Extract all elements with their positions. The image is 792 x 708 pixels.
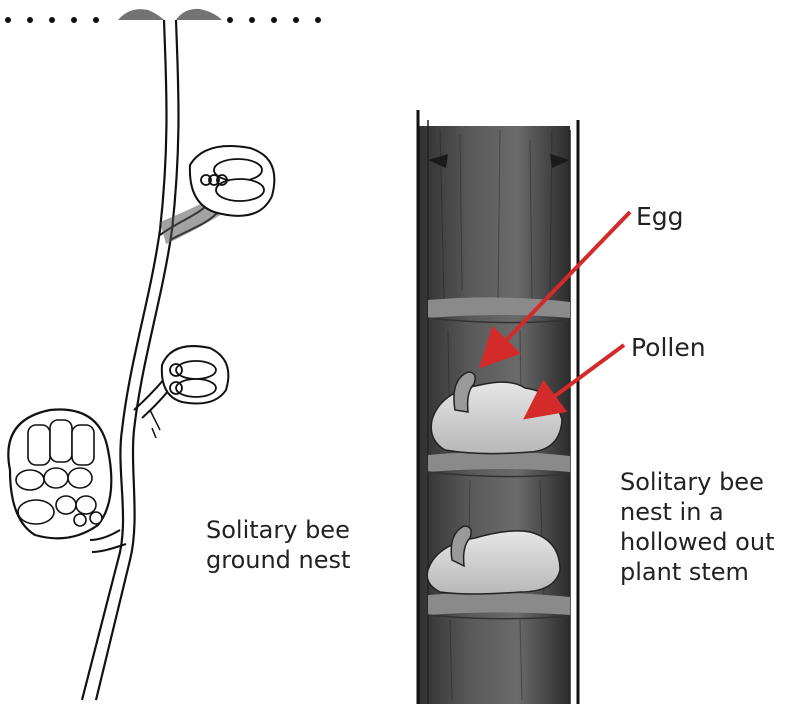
ground-nest-caption: Solitary bee ground nest xyxy=(206,515,406,575)
entrance-soil-mound xyxy=(118,9,222,20)
brood-cell-cluster-large xyxy=(8,410,111,539)
stem-nest-caption: Solitary bee nest in a hollowed out plan… xyxy=(620,467,790,587)
pollen-label: Pollen xyxy=(631,333,706,362)
egg-label: Egg xyxy=(636,202,684,231)
brood-cell-cluster-middle xyxy=(162,346,229,403)
brood-cell-cluster-upper xyxy=(190,146,274,216)
ground-nest xyxy=(5,9,321,700)
stem-nest xyxy=(418,110,578,704)
